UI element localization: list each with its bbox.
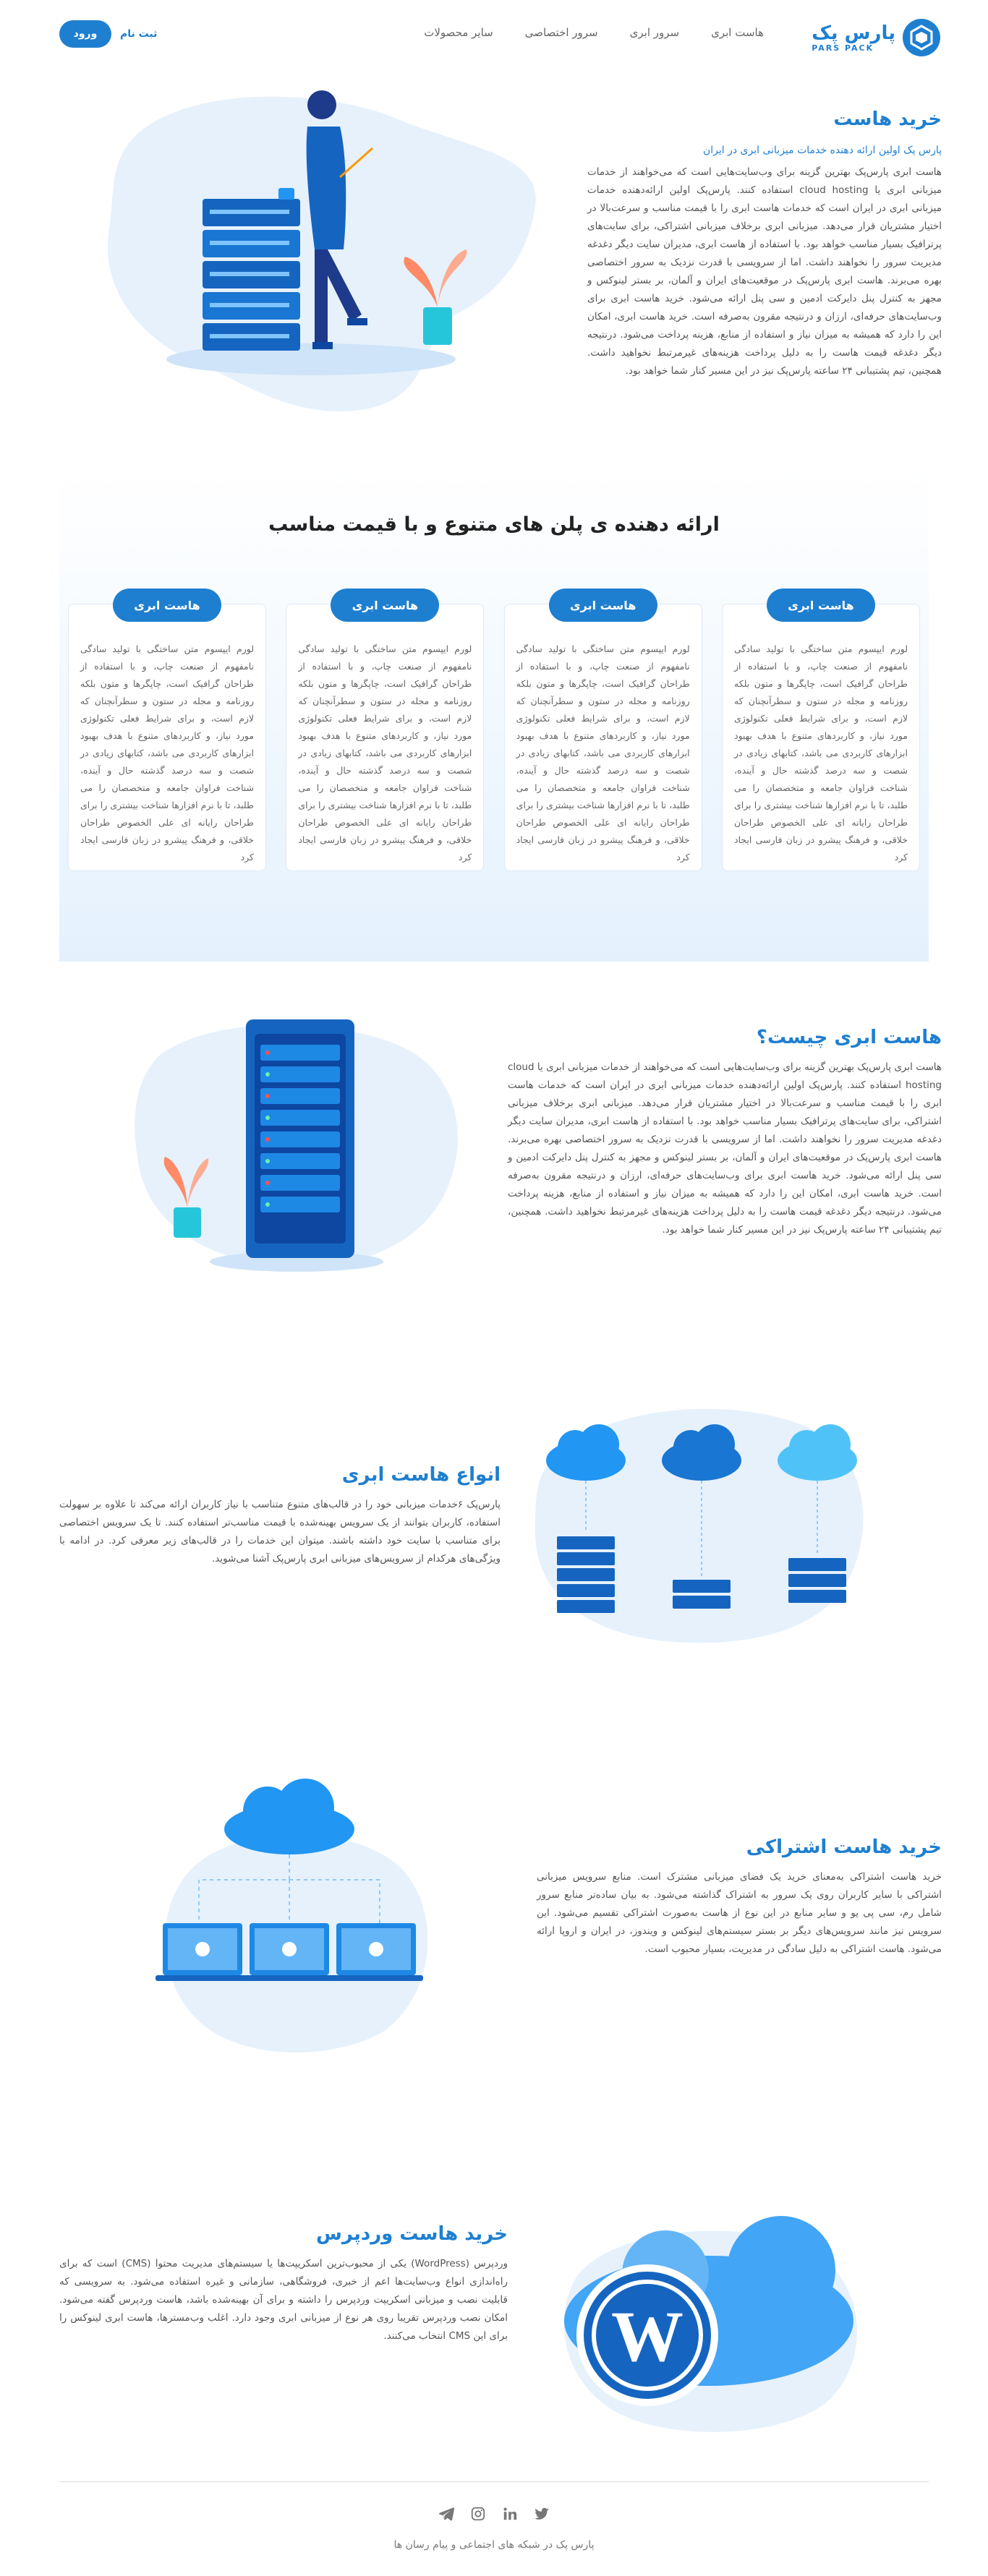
- shared-host-illustration: [156, 1779, 428, 2053]
- footer-note: پارس پک در شبکه های اجتماعی و پیام رسان …: [393, 2539, 595, 2551]
- shared-host-title: خرید هاست اشتراکی: [746, 1836, 942, 1858]
- plan-card-text: لورم ایپسوم متن ساختگی با تولید سادگی نا…: [298, 643, 472, 863]
- types-section: انواع هاست ابری پارس‌پک ۶خدمات میزبانی خ…: [59, 1464, 501, 1568]
- logo-text-fa: پارس پک: [812, 22, 895, 44]
- plan-card-badge[interactable]: هاست ابری: [767, 589, 875, 622]
- plant-icon: [404, 249, 467, 345]
- logo-text-en: PARS PACK: [812, 43, 874, 53]
- wordpress-icon: W: [576, 2264, 718, 2406]
- linkedin-icon[interactable]: [501, 2504, 519, 2523]
- nav-cloud-host[interactable]: هاست ابری: [711, 26, 764, 39]
- plans-title: ارائه دهنده ی پلن های متنوع و با قیمت من…: [268, 513, 720, 536]
- server-rack-illustration: [135, 1019, 458, 1272]
- plan-card: هاست ابری لورم ایپسوم متن ساختگی با تولی…: [503, 589, 702, 871]
- plan-card: هاست ابری لورم ایپسوم متن ساختگی با تولی…: [722, 589, 920, 871]
- login-button[interactable]: ورود: [59, 20, 111, 48]
- types-title: انواع هاست ابری: [341, 1464, 501, 1486]
- register-link[interactable]: ثبت نام: [120, 28, 158, 40]
- instagram-icon[interactable]: [469, 2504, 487, 2523]
- twitter-icon[interactable]: [532, 2504, 551, 2523]
- wordpress-body: وردپرس (WordPress) یکی از محبوب‌ترین اسک…: [59, 2258, 508, 2342]
- hero-section: خرید هاست پارس پک اولین ارائه دهنده خدما…: [587, 108, 942, 380]
- plan-card-badge[interactable]: هاست ابری: [548, 589, 657, 622]
- social-links: [0, 2504, 988, 2523]
- plan-card: هاست ابری لورم ایپسوم متن ساختگی با تولی…: [286, 589, 485, 871]
- cloud-icon: [778, 1424, 857, 1481]
- wordpress-illustration: W: [563, 2216, 857, 2432]
- what-is-body: هاست ابری پارس‌پک بهترین گزینه برای وب‌س…: [508, 1061, 942, 1236]
- cloud-icon: [546, 1424, 626, 1481]
- cloud-icon: [662, 1424, 741, 1481]
- auth-area: ثبت نام ورود: [59, 20, 157, 48]
- cloud-types-illustration: [535, 1408, 864, 1643]
- svg-text:W: W: [611, 2296, 683, 2376]
- cloud-icon: [224, 1779, 354, 1854]
- plan-card-text: لورم ایپسوم متن ساختگی با تولید سادگی نا…: [80, 643, 255, 863]
- plan-card-badge[interactable]: هاست ابری: [331, 589, 440, 622]
- wordpress-title: خرید هاست وردپرس: [316, 2223, 508, 2245]
- nav-dedicated-server[interactable]: سرور اختصاصی: [524, 26, 598, 39]
- shared-host-body: خرید هاست اشتراکی به‌معنای خرید یک فضای …: [537, 1871, 942, 1955]
- hero-illustration: [107, 90, 536, 412]
- hero-title: خرید هاست: [833, 108, 942, 130]
- footer-divider: [59, 2481, 929, 2482]
- main-nav: هاست ابری سرور ابری سرور اختصاصی سایر مح…: [424, 26, 764, 39]
- telegram-icon[interactable]: [437, 2504, 456, 2523]
- wordpress-section: خرید هاست وردپرس وردپرس (WordPress) یکی …: [59, 2223, 508, 2345]
- header: پارس پک PARS PACK هاست ابری سرور ابری سر…: [0, 0, 988, 72]
- logo-icon: [903, 19, 940, 56]
- plan-card: هاست ابری لورم ایپسوم متن ساختگی با تولی…: [68, 589, 267, 871]
- what-is-title: هاست ابری چیست؟: [756, 1027, 942, 1048]
- plan-card-badge[interactable]: هاست ابری: [113, 589, 222, 622]
- plans-section: ارائه دهنده ی پلن های متنوع و با قیمت من…: [59, 470, 929, 962]
- hero-subtitle: پارس پک اولین ارائه دهنده خدمات میزبانی …: [702, 145, 942, 156]
- types-body: پارس‌پک ۶خدمات میزبانی خود را در قالب‌ها…: [59, 1499, 501, 1565]
- logo[interactable]: پارس پک PARS PACK: [812, 17, 942, 58]
- person-icon: [306, 90, 367, 349]
- server-stack-icon: [203, 199, 300, 351]
- shared-host-section: خرید هاست اشتراکی خرید هاست اشتراکی به‌م…: [537, 1836, 942, 1959]
- what-is-section: هاست ابری چیست؟ هاست ابری پارس‌پک بهترین…: [508, 1027, 942, 1239]
- plan-card-text: لورم ایپسوم متن ساختگی با تولید سادگی نا…: [734, 643, 908, 863]
- plan-card-text: لورم ایپسوم متن ساختگی با تولید سادگی نا…: [516, 643, 690, 863]
- hero-body: هاست ابری پارس‌پک بهترین گزینه برای وب‌س…: [587, 166, 942, 377]
- nav-other-products[interactable]: سایر محصولات: [424, 26, 493, 39]
- nav-cloud-server[interactable]: سرور ابری: [629, 26, 680, 39]
- plan-cards: هاست ابری لورم ایپسوم متن ساختگی با تولی…: [68, 589, 920, 871]
